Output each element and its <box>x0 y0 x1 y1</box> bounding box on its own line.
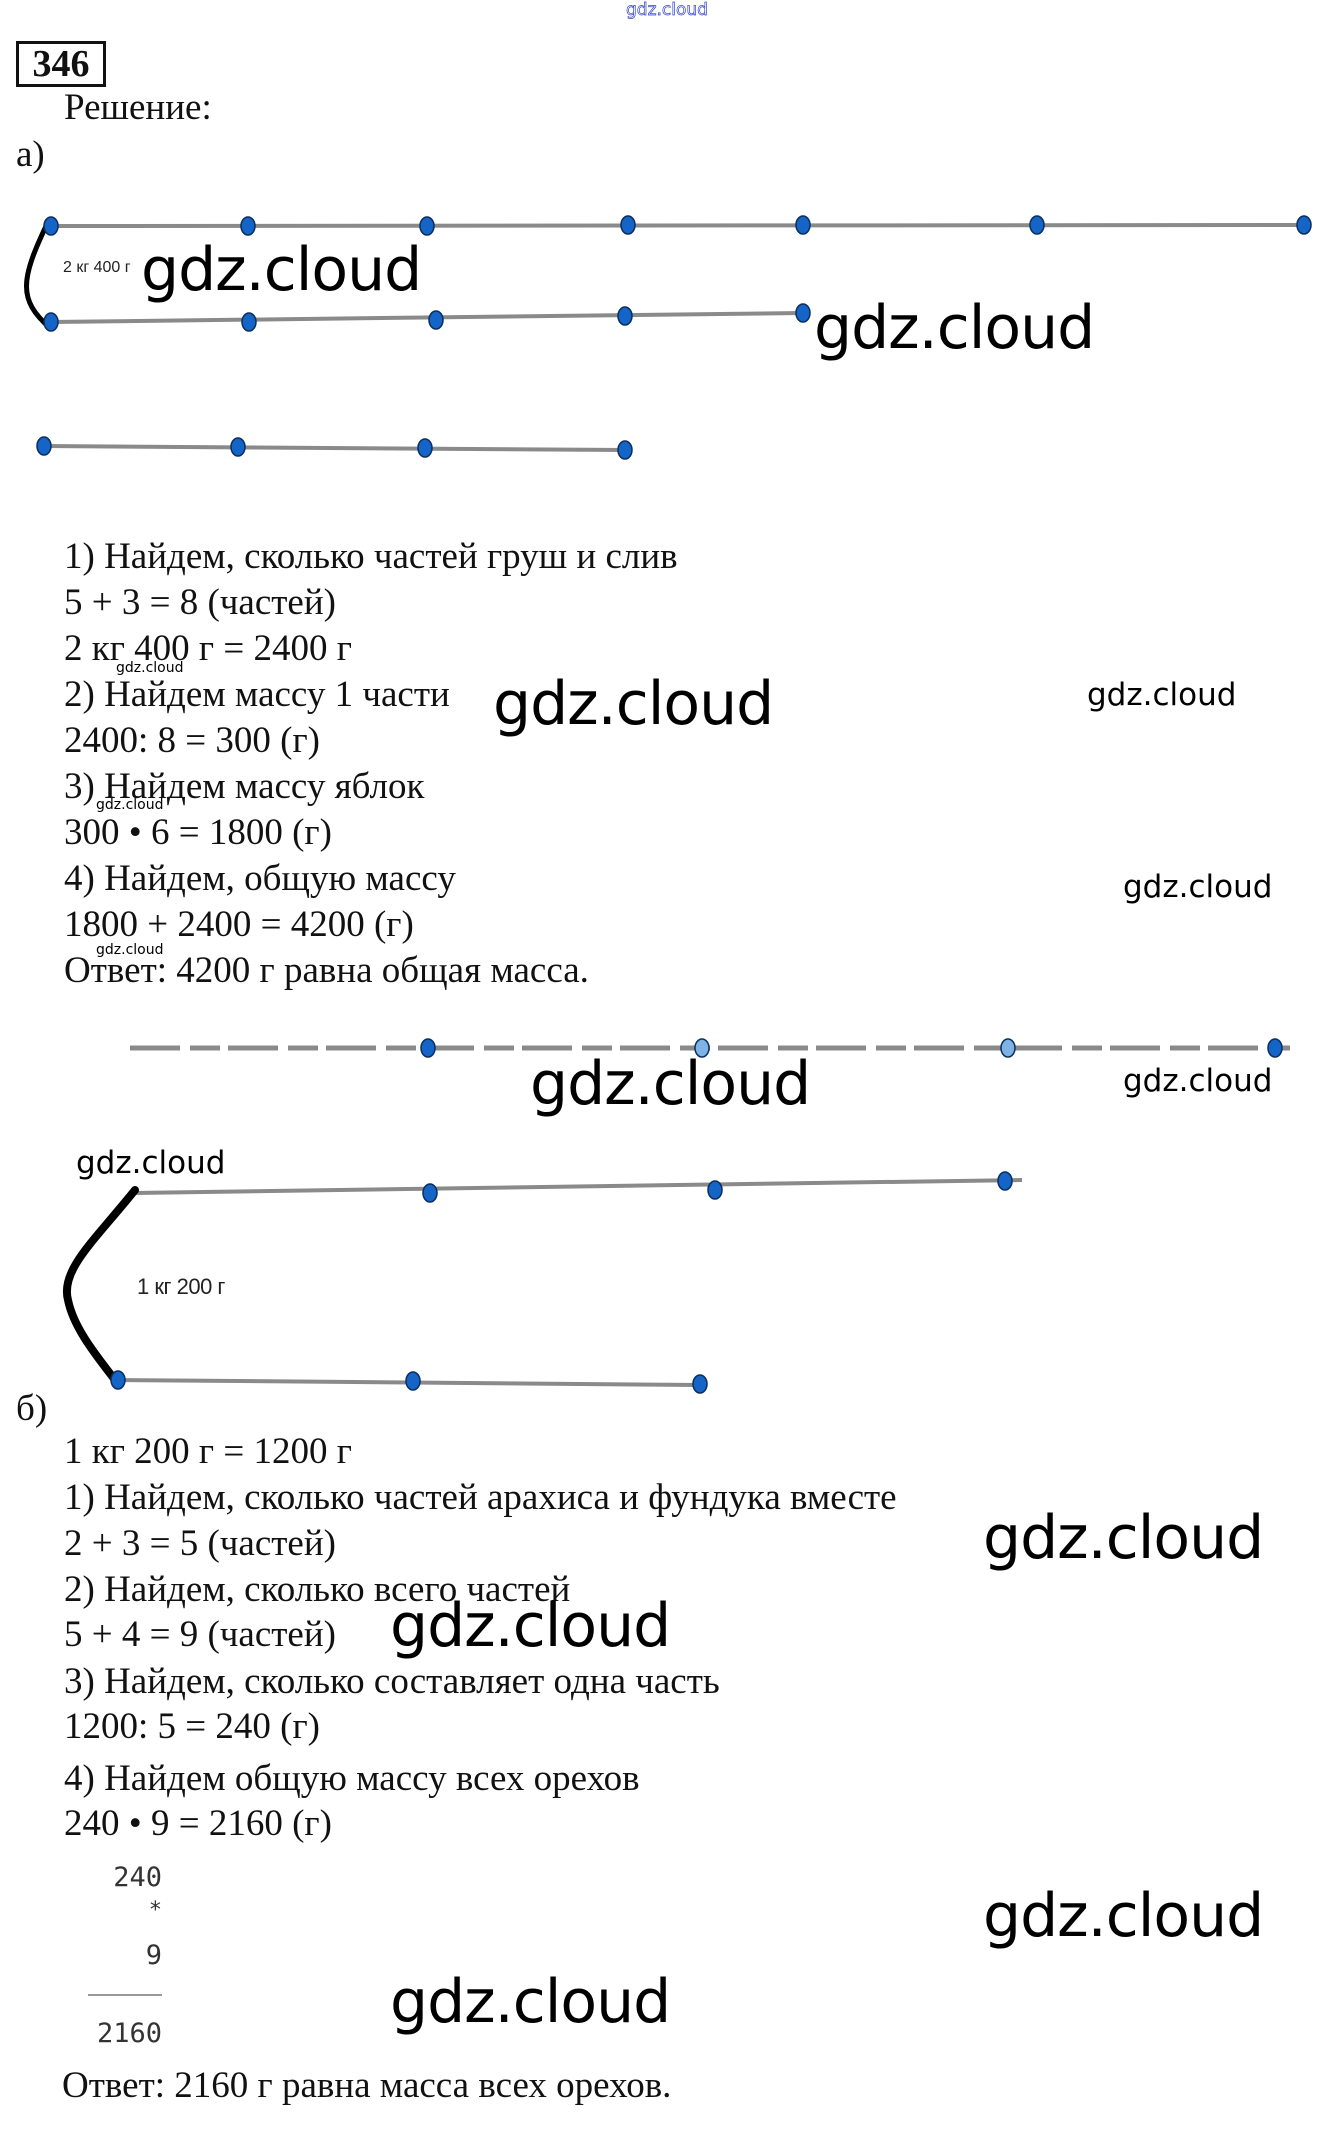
solution-line: 2 кг 400 г = 2400 г <box>64 628 352 669</box>
calc-operator: * <box>148 1898 162 1923</box>
segment-point <box>707 1180 723 1200</box>
segment-point <box>1000 1038 1016 1058</box>
segment-point <box>617 306 633 326</box>
segment-point <box>417 438 433 458</box>
solution-line: 5 + 4 = 9 (частей) <box>64 1614 336 1655</box>
solution-line: 4) Найдем общую массу всех орехов <box>64 1758 640 1799</box>
segment-point <box>1029 215 1045 235</box>
watermark: gdz.cloud <box>1123 1063 1273 1099</box>
watermark: gdz.cloud <box>96 942 164 958</box>
solution-line: 3) Найдем массу яблок <box>64 766 425 807</box>
segment-point <box>428 310 444 330</box>
segment-point <box>43 216 59 236</box>
watermark: gdz.cloud <box>493 669 774 739</box>
solution-line: 1) Найдем, сколько частей груш и слив <box>64 536 678 577</box>
segment-point <box>795 303 811 323</box>
segment-a-plums <box>43 444 626 452</box>
solution-line: 1 кг 200 г = 1200 г <box>64 1431 352 1472</box>
watermark: gdz.cloud <box>96 797 164 813</box>
segment-point <box>230 437 246 457</box>
segment-point <box>241 312 257 332</box>
top-watermark: gdz.cloud <box>626 0 709 20</box>
solution-line: 2) Найдем массу 1 части <box>64 674 450 715</box>
segment-point <box>240 216 256 236</box>
solution-line: 1800 + 2400 = 4200 (г) <box>64 904 414 945</box>
solution-line: 1) Найдем, сколько частей арахиса и фунд… <box>64 1477 897 1518</box>
solution-line: Ответ: 4200 г равна общая масса. <box>64 950 589 991</box>
bracket-b <box>62 1186 139 1388</box>
segment-point <box>43 312 59 332</box>
solution-line: 2400: 8 = 300 (г) <box>64 720 320 761</box>
bracket-a <box>24 220 52 330</box>
segment-point <box>795 215 811 235</box>
watermark: gdz.cloud <box>76 1145 226 1181</box>
watermark: gdz.cloud <box>390 1967 671 2037</box>
watermark: gdz.cloud <box>983 1503 1264 1573</box>
watermark: gdz.cloud <box>390 1591 671 1661</box>
segment-point <box>1267 1038 1283 1058</box>
bracket-a-label: 2 кг 400 г <box>63 259 131 276</box>
watermark: gdz.cloud <box>814 293 1095 363</box>
task-number: 346 <box>16 41 106 87</box>
segment-point <box>422 1183 438 1203</box>
solution-label: Решение: <box>64 87 212 128</box>
bracket-b-label: 1 кг 200 г <box>137 1274 225 1299</box>
solution-line: 2 + 3 = 5 (частей) <box>64 1523 336 1564</box>
watermark: gdz.cloud <box>1123 869 1273 905</box>
calc-rule <box>88 1994 162 1996</box>
solution-line: 240 • 9 = 2160 (г) <box>64 1803 332 1844</box>
diagram-b <box>62 1038 1290 1394</box>
segment-point <box>617 440 633 460</box>
watermark: gdz.cloud <box>116 660 184 676</box>
segment-a-apples <box>50 223 1305 228</box>
calc-multiplicand: 240 <box>113 1862 162 1893</box>
segment-point <box>997 1171 1013 1191</box>
calc-result: 2160 <box>96 2018 162 2049</box>
solution-line: 3) Найдем, сколько составляет одна часть <box>64 1661 720 1702</box>
watermark: gdz.cloud <box>530 1049 811 1119</box>
solution-line: 5 + 3 = 8 (частей) <box>64 582 336 623</box>
part-b-answer: Ответ: 2160 г равна масса всех орехов. <box>62 2065 672 2106</box>
solution-line: 2) Найдем, сколько всего частей <box>64 1569 571 1610</box>
segment-point <box>36 436 52 456</box>
segment-b-middle <box>133 1178 1023 1195</box>
watermark: gdz.cloud <box>141 235 422 305</box>
segment-point <box>620 215 636 235</box>
diagram-a <box>24 215 1312 460</box>
watermark: gdz.cloud <box>983 1881 1264 1951</box>
part-a-label: а) <box>16 134 45 175</box>
segment-point <box>694 1038 710 1058</box>
segment-point <box>692 1374 708 1394</box>
segment-point <box>1296 215 1312 235</box>
calc-multiplier: 9 <box>145 1940 162 1971</box>
segment-point <box>110 1370 126 1390</box>
segment-a-pears <box>50 311 804 324</box>
solution-line: 1200: 5 = 240 (г) <box>64 1706 320 1747</box>
solution-line: 4) Найдем, общую массу <box>64 858 456 899</box>
segment-point <box>419 216 435 236</box>
segment-point <box>405 1371 421 1391</box>
watermark: gdz.cloud <box>1087 677 1237 713</box>
solution-line: 300 • 6 = 1800 (г) <box>64 812 332 853</box>
part-b-label: б) <box>16 1388 48 1429</box>
segment-point <box>420 1038 436 1058</box>
